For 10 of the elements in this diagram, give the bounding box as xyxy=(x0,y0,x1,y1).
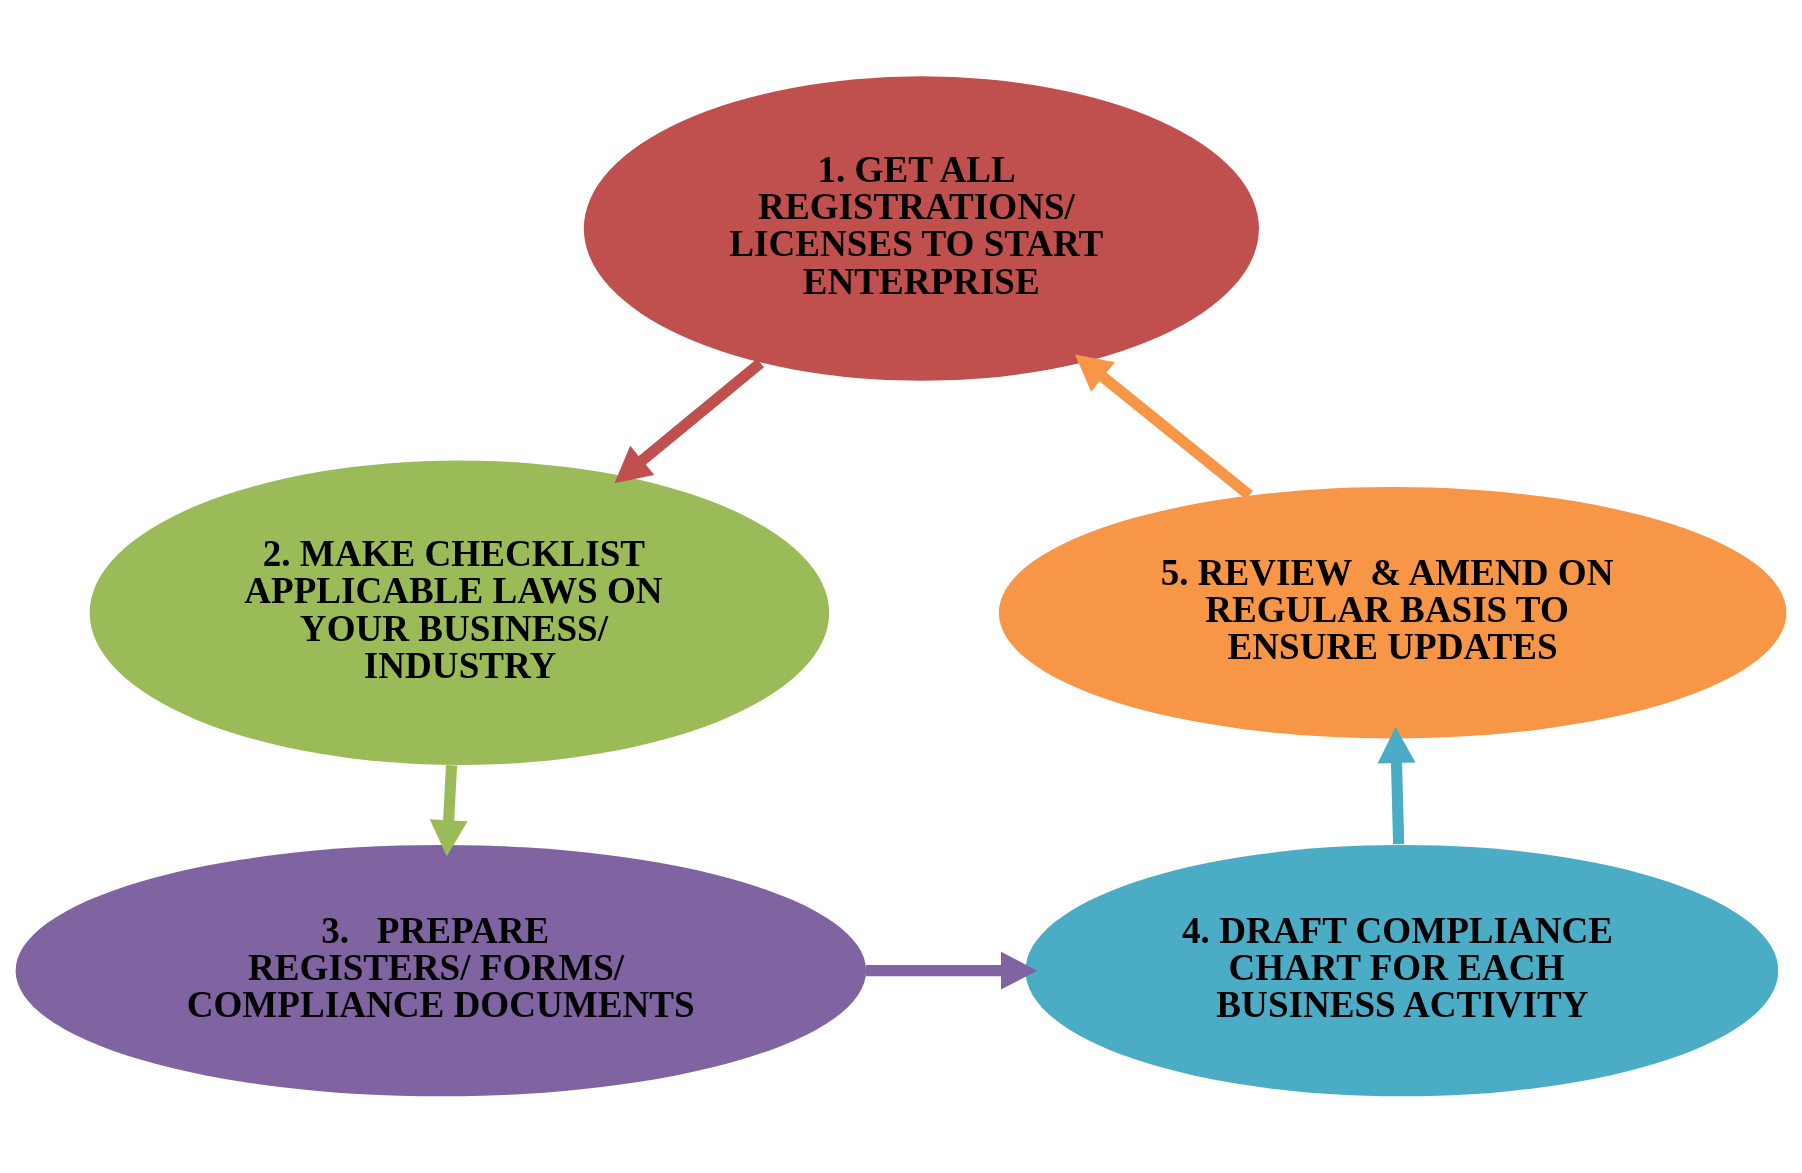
arrow xyxy=(1074,354,1253,500)
arrow xyxy=(614,358,764,484)
arrow xyxy=(429,765,468,857)
node-ellipse: 4. DRAFT COMPLIANCE CHART FOR EACH BUSINESS ACTIVITY xyxy=(1025,844,1779,1097)
node-ellipse: 5. REVIEW & AMEND ON REGULAR BASIS TO ENSURE UPDATES xyxy=(998,487,1787,739)
node-ellipse: 3. PREPARE REGISTERS/ FORMS/ COMPLIANCE DOCUMENTS xyxy=(15,844,867,1097)
arrow xyxy=(1377,727,1416,845)
arrow xyxy=(866,951,1038,990)
node-ellipse: 2. MAKE CHECKLIST APPLICABLE LAWS ON YOUR BUSINESS/ INDUSTRY xyxy=(89,460,830,765)
node-ellipse: 1. GET ALL REGISTRATIONS/ LICENSES TO START ENTERPRISE xyxy=(583,76,1259,381)
